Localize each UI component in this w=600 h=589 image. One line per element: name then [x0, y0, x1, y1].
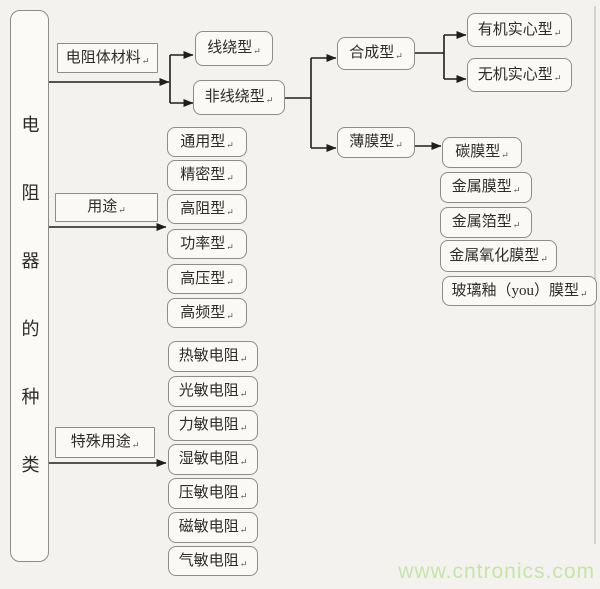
node-precision: 精密型↵: [167, 160, 247, 191]
node-label: 功率型: [180, 235, 226, 252]
node-label: 有机实心型: [477, 21, 553, 38]
node-non-wirewound: 非线绕型↵: [193, 80, 285, 115]
node-magnetic-sensitive: 磁敏电阻↵: [168, 512, 258, 543]
return-mark-icon: ↵: [226, 173, 234, 183]
root-node-resistor-types: 电阻器的种类: [10, 10, 49, 562]
node-label: 力敏电阻: [178, 417, 239, 433]
node-high-frequency: 高频型↵: [167, 298, 247, 328]
branch-usage-label: 用途↵: [55, 193, 158, 222]
node-label: 薄膜型: [349, 134, 395, 150]
return-mark-icon: ↵: [253, 46, 261, 56]
return-mark-icon: ↵: [501, 150, 509, 160]
node-thermistor: 热敏电阻↵: [168, 341, 258, 372]
return-mark-icon: ↵: [395, 51, 403, 61]
node-label: 气敏电阻: [178, 552, 239, 569]
return-mark-icon: ↵: [265, 95, 274, 105]
node-general: 通用型↵: [167, 127, 247, 157]
node-metal-film: 金属膜型↵: [440, 172, 532, 203]
branch-special-label: 特殊用途↵: [55, 427, 155, 458]
node-label: 无机实心型: [477, 66, 553, 83]
node-label: 压敏电阻: [178, 485, 239, 501]
node-label: 通用型: [180, 133, 226, 150]
return-mark-icon: ↵: [553, 72, 562, 83]
node-glass-glaze-film: 玻璃釉（you）膜型↵: [442, 276, 597, 306]
node-label: 合成型: [349, 45, 395, 61]
return-mark-icon: ↵: [239, 457, 248, 467]
node-label: 金属氧化膜型: [449, 247, 540, 264]
node-high-voltage: 高压型↵: [167, 264, 247, 294]
return-mark-icon: ↵: [239, 525, 248, 535]
node-humidity-sensitive: 湿敏电阻↵: [168, 444, 258, 475]
node-label: 光敏电阻: [178, 383, 239, 399]
node-label: 玻璃釉（you）膜型: [451, 282, 579, 299]
return-mark-icon: ↵: [553, 27, 562, 38]
node-label: 热敏电阻: [178, 348, 239, 364]
return-mark-icon: ↵: [239, 423, 248, 433]
branch-material-label: 电阻体材料↵: [57, 43, 158, 73]
return-mark-icon: ↵: [226, 276, 234, 287]
node-label: 精密型: [180, 167, 226, 183]
return-mark-icon: ↵: [226, 310, 234, 321]
return-mark-icon: ↵: [395, 140, 403, 150]
node-label: 高频型: [180, 304, 226, 321]
node-power: 功率型↵: [167, 229, 247, 259]
return-mark-icon: ↵: [226, 206, 234, 217]
return-mark-icon: ↵: [131, 440, 140, 450]
page-edge-line: [594, 6, 596, 544]
branch-special-text: 特殊用途: [70, 434, 131, 450]
node-film: 薄膜型↵: [337, 127, 415, 158]
node-label: 磁敏电阻: [178, 519, 239, 535]
node-carbon-film: 碳膜型↵: [442, 137, 522, 168]
return-mark-icon: ↵: [512, 220, 521, 230]
return-mark-icon: ↵: [239, 491, 248, 501]
node-label: 金属箔型: [451, 214, 512, 230]
root-title: 电阻器的种类: [19, 115, 40, 523]
return-mark-icon: ↵: [239, 389, 248, 399]
node-force-sensitive: 力敏电阻↵: [168, 410, 258, 441]
watermark: www.cntronics.com: [398, 560, 595, 583]
node-inorganic-solid: 无机实心型↵: [467, 58, 572, 92]
node-high-resistance: 高阻型↵: [167, 194, 247, 224]
node-photoresistor: 光敏电阻↵: [168, 376, 258, 407]
return-mark-icon: ↵: [226, 139, 234, 150]
node-label: 金属膜型: [451, 179, 512, 195]
node-label: 线绕型: [207, 40, 253, 56]
node-organic-solid: 有机实心型↵: [467, 13, 572, 47]
node-label: 碳膜型: [455, 144, 501, 160]
node-wirewound: 线绕型↵: [195, 31, 273, 66]
return-mark-icon: ↵: [579, 288, 588, 299]
node-metal-oxide-film: 金属氧化膜型↵: [440, 240, 557, 272]
node-metal-foil: 金属箔型↵: [440, 207, 532, 238]
branch-material-text: 电阻体材料: [65, 49, 141, 66]
branch-usage-text: 用途: [87, 199, 118, 215]
node-label: 高阻型: [180, 200, 226, 217]
return-mark-icon: ↵: [540, 253, 548, 264]
return-mark-icon: ↵: [141, 55, 150, 66]
node-composite: 合成型↵: [337, 37, 415, 70]
node-voltage-sensitive: 压敏电阻↵: [168, 478, 258, 509]
return-mark-icon: ↵: [118, 205, 126, 215]
return-mark-icon: ↵: [512, 185, 521, 195]
node-label: 湿敏电阻: [178, 451, 239, 467]
node-gas-sensitive: 气敏电阻↵: [168, 546, 258, 576]
node-label: 非线绕型: [204, 89, 265, 105]
return-mark-icon: ↵: [239, 558, 248, 569]
return-mark-icon: ↵: [239, 354, 248, 364]
node-label: 高压型: [180, 270, 226, 287]
return-mark-icon: ↵: [226, 241, 234, 252]
